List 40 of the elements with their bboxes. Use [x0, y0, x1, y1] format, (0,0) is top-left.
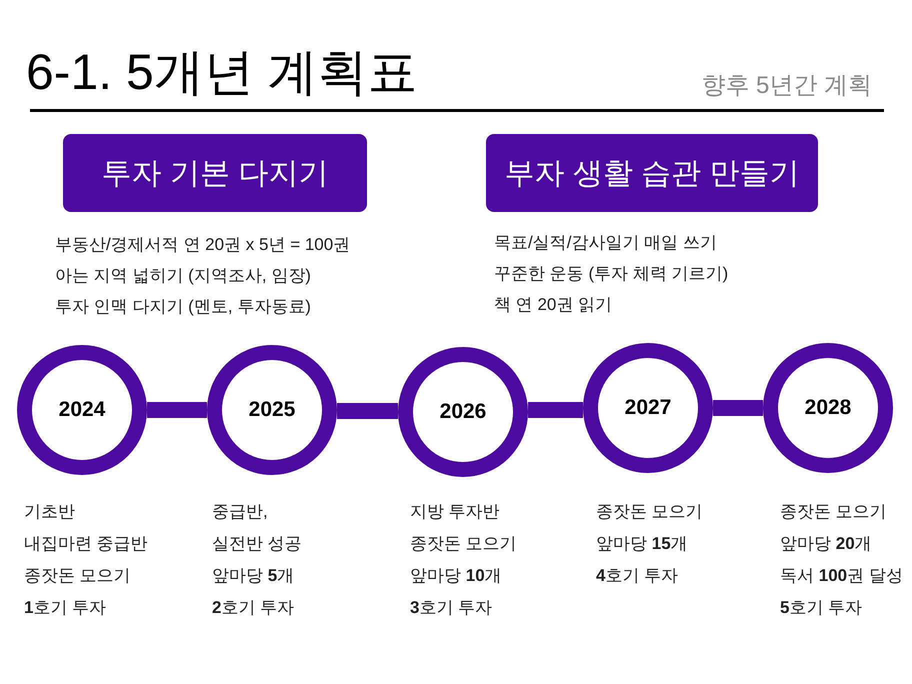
plan-item: 앞마당 5개 — [212, 565, 294, 587]
heading-text: 투자 기본 다지기 — [102, 156, 328, 192]
plan-item: 3호기 투자 — [410, 597, 492, 619]
goal-item: 부동산/경제서적 연 20권 x 5년 = 100권 — [55, 234, 350, 256]
plan-item: 1호기 투자 — [24, 597, 106, 619]
connector-bar — [337, 403, 398, 419]
year-label: 2025 — [248, 397, 296, 424]
goal-item: 목표/실적/감사일기 매일 쓰기 — [494, 232, 717, 254]
goal-item: 꾸준한 운동 (투자 체력 기르기) — [494, 263, 728, 285]
plan-item: 실전반 성공 — [212, 533, 302, 555]
plan-item: 종잣돈 모으기 — [596, 501, 703, 523]
plan-item: 5호기 투자 — [780, 597, 862, 619]
plan-item: 종잣돈 모으기 — [780, 501, 887, 523]
connector-bar — [713, 400, 763, 416]
plan-item: 지방 투자반 — [410, 501, 500, 523]
heading-box — [486, 134, 818, 212]
connector-bar — [528, 402, 583, 418]
plan-item: 4호기 투자 — [596, 565, 678, 587]
plan-item: 종잣돈 모으기 — [410, 533, 517, 555]
plan-item: 독서 100권 달성 — [780, 565, 903, 587]
goal-item: 책 연 20권 읽기 — [494, 294, 612, 316]
goal-item: 투자 인맥 다지기 (멘토, 투자동료) — [55, 296, 311, 318]
plan-item: 중급반, — [212, 501, 268, 523]
plan-item: 앞마당 15개 — [596, 533, 688, 555]
year-label: 2027 — [624, 395, 672, 422]
plan-item: 2호기 투자 — [212, 597, 294, 619]
year-label: 2028 — [804, 395, 852, 422]
subtitle: 향후 5년간 계획 — [701, 71, 872, 101]
year-label: 2026 — [440, 399, 486, 426]
heading-box — [63, 134, 367, 212]
title: 6-1. 5개년 계획표 — [26, 43, 418, 102]
plan-item: 내집마련 중급반 — [24, 533, 148, 555]
connector-bar — [147, 402, 207, 418]
plan-item: 기초반 — [24, 501, 75, 523]
year-label: 2024 — [58, 397, 106, 424]
plan-item: 앞마당 20개 — [780, 533, 872, 555]
goal-item: 아는 지역 넓히기 (지역조사, 임장) — [55, 265, 311, 287]
plan-item: 종잣돈 모으기 — [24, 565, 131, 587]
plan-item: 앞마당 10개 — [410, 565, 502, 587]
heading-text: 부자 생활 습관 만들기 — [504, 156, 800, 192]
